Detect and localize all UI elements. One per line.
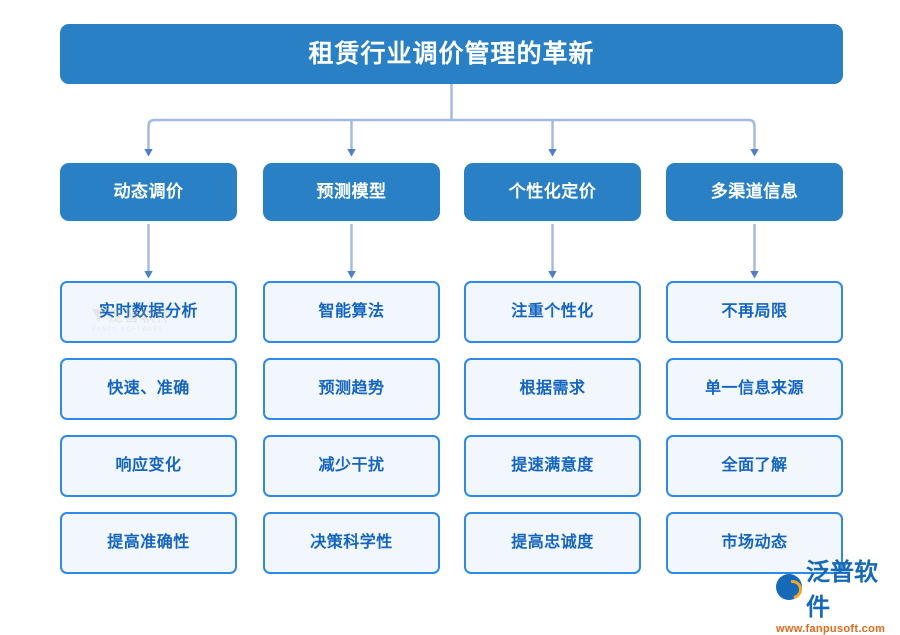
branch-node-3[interactable]: 个性化定价 [464, 163, 641, 221]
leaf-node-2-1[interactable]: 智能算法 [263, 281, 440, 343]
leaf-node-4-3[interactable]: 全面了解 [666, 435, 843, 497]
leaf-node-2-3[interactable]: 减少干扰 [263, 435, 440, 497]
leaf-node-3-4[interactable]: 提高忠诚度 [464, 512, 641, 574]
brand-url: www.fanpusoft.com [776, 623, 886, 635]
diagram-canvas: 租赁行业调价管理的革新 动态调价 预测模型 个性化定价 多渠道信息 实时数据分析… [0, 0, 900, 600]
leaf-node-3-2[interactable]: 根据需求 [464, 358, 641, 420]
leaf-node-3-3[interactable]: 提速满意度 [464, 435, 641, 497]
branch-node-4[interactable]: 多渠道信息 [666, 163, 843, 221]
fanpu-swoosh-icon [776, 574, 802, 600]
leaf-node-1-2[interactable]: 快速、准确 [60, 358, 237, 420]
diagram-title: 租赁行业调价管理的革新 [60, 24, 843, 84]
branch-node-2[interactable]: 预测模型 [263, 163, 440, 221]
leaf-node-1-4[interactable]: 提高准确性 [60, 512, 237, 574]
leaf-node-3-1[interactable]: 注重个性化 [464, 281, 641, 343]
leaf-node-1-3[interactable]: 响应变化 [60, 435, 237, 497]
leaf-node-4-4[interactable]: 市场动态 [666, 512, 843, 574]
leaf-node-2-2[interactable]: 预测趋势 [263, 358, 440, 420]
leaf-node-2-4[interactable]: 决策科学性 [263, 512, 440, 574]
branch-node-1[interactable]: 动态调价 [60, 163, 237, 221]
leaf-node-1-1[interactable]: 实时数据分析 [60, 281, 237, 343]
leaf-node-4-2[interactable]: 单一信息来源 [666, 358, 843, 420]
leaf-node-4-1[interactable]: 不再局限 [666, 281, 843, 343]
connector-bus [147, 118, 756, 155]
